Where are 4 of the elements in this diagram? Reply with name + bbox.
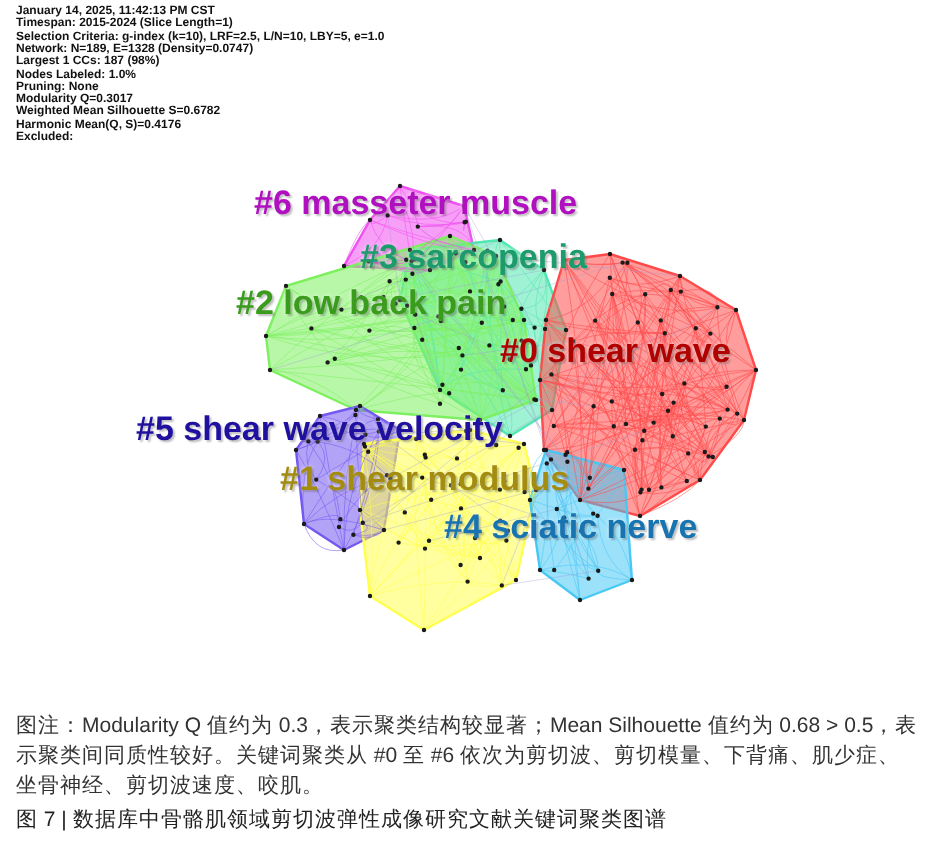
cluster-label: #2 low back pain [236, 286, 507, 322]
figure-caption: 图 7 | 数据库中骨骼肌领域剪切波弹性成像研究文献关键词聚类图谱 [16, 806, 667, 836]
figure-note: 图注：Modularity Q 值约为 0.3，表示聚类结构较显著；Mean Silhouette 值约为 0.68 > 0.5，表示聚类间同质性较好。关键词聚类从 #0 至 #6 依次为剪切波、剪切模量、下背痛、肌少症、坐骨神经、剪切波速度、咬肌。 [16, 712, 920, 802]
cluster-label: #0 shear wave [500, 334, 731, 370]
